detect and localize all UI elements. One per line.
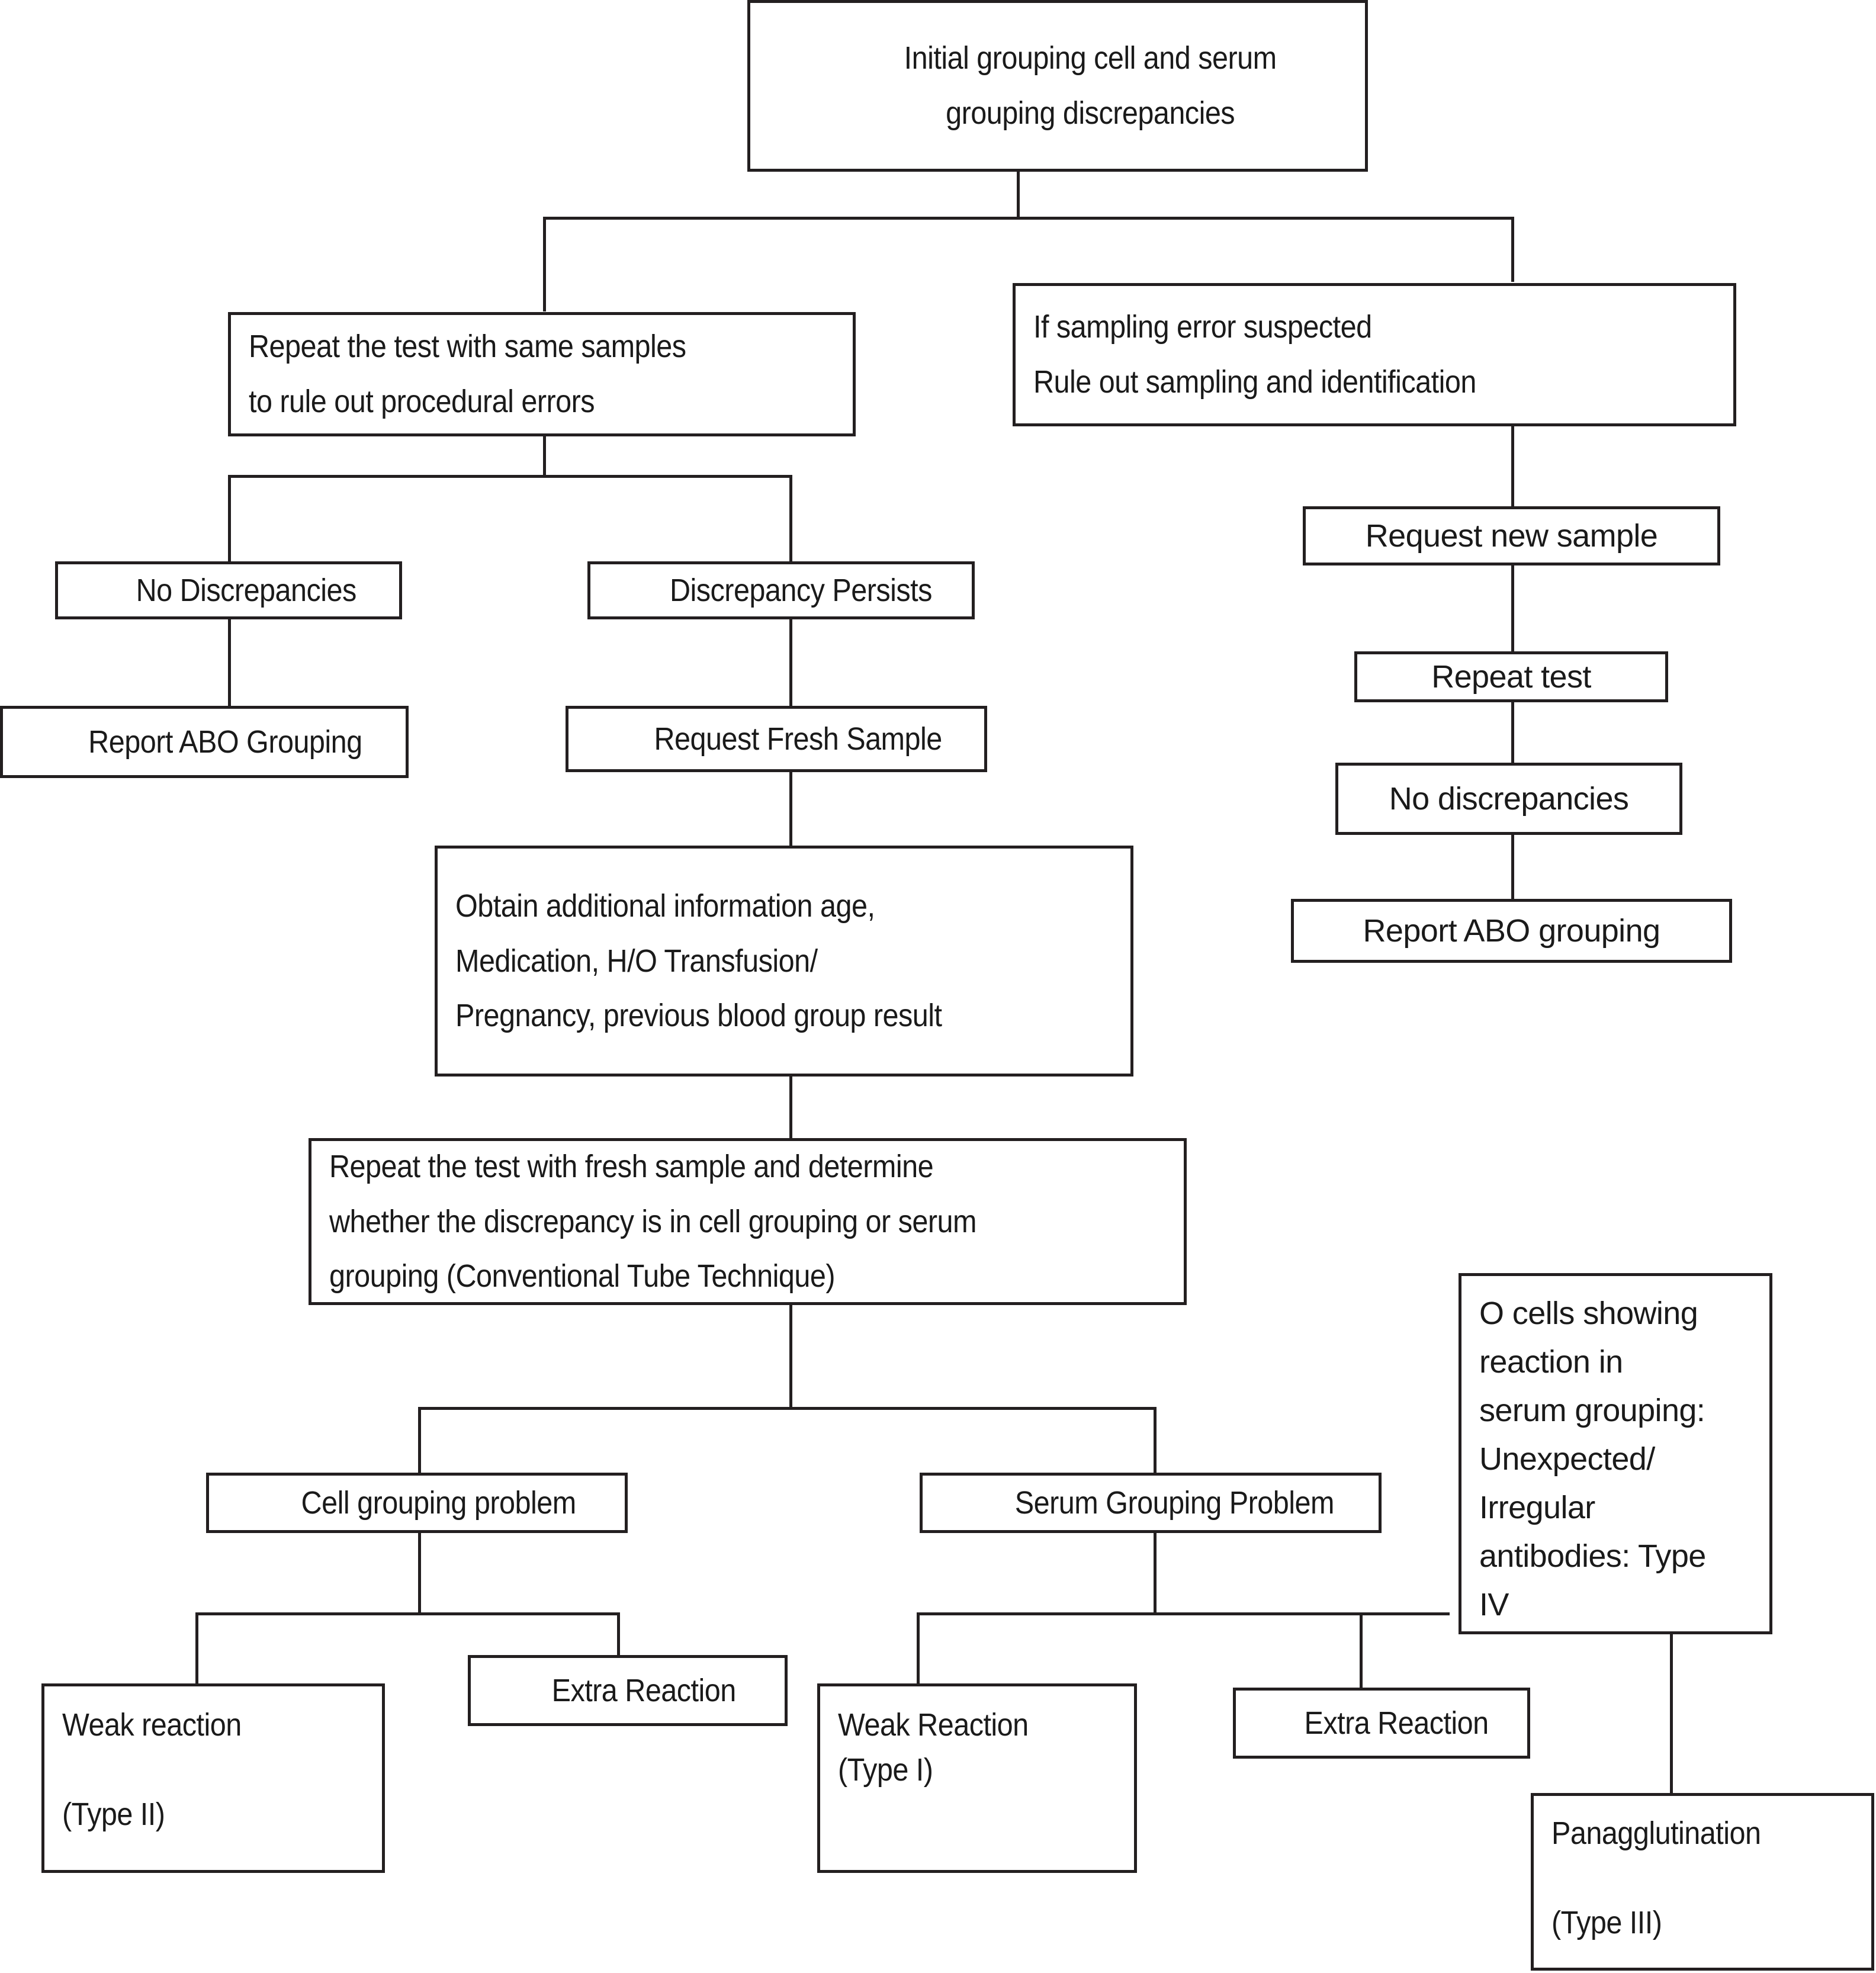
node-discrepancy-persists[interactable]: Discrepancy Persists [587, 561, 975, 619]
connector-cell-stem [418, 1532, 421, 1615]
connector-cell-weak-drop [195, 1612, 198, 1685]
node-report-abo-grouping-right-label: Report ABO grouping [1363, 912, 1661, 949]
connector-sampling-to-newsample [1511, 426, 1514, 509]
connector-root-right-drop [1511, 217, 1514, 282]
node-no-discrepancies-right[interactable]: No discrepancies [1335, 763, 1682, 835]
node-obtain-additional-info-label: Obtain additional information age, Medic… [455, 888, 942, 1034]
node-serum-grouping-problem[interactable]: Serum Grouping Problem [920, 1473, 1382, 1533]
node-request-fresh-sample-label: Request Fresh Sample [654, 721, 942, 757]
connector-left-fork [228, 475, 792, 478]
node-extra-reaction-cell-label: Extra Reaction [551, 1672, 737, 1708]
node-repeat-test-label: Repeat test [1431, 658, 1591, 695]
connector-serum-weak-drop [917, 1612, 920, 1685]
node-no-discrepancies-left[interactable]: No Discrepancies [55, 561, 402, 619]
node-request-new-sample-label: Request new sample [1365, 518, 1658, 554]
node-extra-reaction-serum[interactable]: Extra Reaction [1233, 1688, 1530, 1759]
connector-root-left-drop [543, 217, 546, 311]
connector-persists-to-fresh [789, 619, 792, 711]
node-sampling-error-label: If sampling error suspected Rule out sam… [1033, 309, 1476, 400]
node-extra-reaction-serum-label: Extra Reaction [1304, 1705, 1489, 1741]
connector-nodiscrep-to-report [1511, 835, 1514, 900]
node-no-discrepancies-right-label: No discrepancies [1389, 780, 1629, 817]
connector-left-fork-right-drop [789, 475, 792, 563]
node-report-abo-grouping-right[interactable]: Report ABO grouping [1291, 899, 1732, 963]
node-repeat-with-fresh-sample-label: Repeat the test with fresh sample and de… [329, 1148, 977, 1294]
connector-repeattest-to-nodiscrep [1511, 702, 1514, 764]
node-repeat-with-fresh-sample[interactable]: Repeat the test with fresh sample and de… [309, 1138, 1187, 1305]
connector-serum-stem [1154, 1532, 1157, 1615]
node-sampling-error[interactable]: If sampling error suspected Rule out sam… [1013, 283, 1736, 426]
node-weak-reaction-type-ii-label: Weak reaction (Type II) [62, 1707, 242, 1833]
node-root-label: Initial grouping cell and serum grouping… [904, 40, 1277, 131]
node-cell-grouping-problem[interactable]: Cell grouping problem [206, 1473, 628, 1533]
node-o-cells-type-iv[interactable]: O cells showing reaction in serum groupi… [1459, 1273, 1772, 1634]
connector-nodiscrepancy-to-report [228, 619, 231, 711]
node-report-abo-grouping-left[interactable]: Report ABO Grouping [0, 706, 409, 778]
node-root[interactable]: Initial grouping cell and serum grouping… [747, 0, 1368, 172]
connector-root-split [543, 217, 1514, 220]
connector-cell-extra-drop [617, 1612, 620, 1657]
connector-repeatfresh-stem [789, 1303, 792, 1409]
connector-ocells-to-panagglutination [1670, 1634, 1673, 1794]
connector-obtain-to-repeatfresh [789, 1073, 792, 1138]
connector-newsample-to-repeattest [1511, 565, 1514, 651]
node-extra-reaction-cell[interactable]: Extra Reaction [468, 1655, 788, 1726]
node-repeat-test[interactable]: Repeat test [1354, 651, 1668, 702]
node-discrepancy-persists-label: Discrepancy Persists [669, 572, 932, 608]
node-weak-reaction-type-i[interactable]: Weak Reaction (Type I) [817, 1683, 1137, 1873]
node-request-fresh-sample[interactable]: Request Fresh Sample [566, 706, 987, 772]
node-panagglutination-type-iii-label: Panagglutination (Type III) [1551, 1815, 1761, 1941]
node-request-new-sample[interactable]: Request new sample [1303, 506, 1720, 565]
node-panagglutination-type-iii[interactable]: Panagglutination (Type III) [1531, 1793, 1874, 1971]
connector-fork-serum-drop [1154, 1407, 1157, 1474]
connector-left-fork-left-drop [228, 475, 231, 563]
node-cell-grouping-problem-label: Cell grouping problem [301, 1484, 577, 1521]
node-repeat-same-samples[interactable]: Repeat the test with same samples to rul… [228, 312, 856, 436]
connector-repeat-stem [543, 435, 546, 477]
node-weak-reaction-type-i-label: Weak Reaction (Type I) [838, 1707, 1029, 1788]
connector-serum-fork [917, 1612, 1450, 1615]
connector-cell-fork [195, 1612, 620, 1615]
node-weak-reaction-type-ii[interactable]: Weak reaction (Type II) [41, 1683, 385, 1873]
connector-serum-extra-drop [1360, 1612, 1363, 1689]
node-report-abo-grouping-left-label: Report ABO Grouping [88, 724, 362, 760]
node-repeat-same-samples-label: Repeat the test with same samples to rul… [249, 329, 686, 419]
connector-fork-cell-drop [418, 1407, 421, 1474]
node-serum-grouping-problem-label: Serum Grouping Problem [1014, 1484, 1335, 1521]
connector-fresh-to-obtain [789, 770, 792, 847]
node-o-cells-type-iv-label: O cells showing reaction in serum groupi… [1479, 1296, 1706, 1623]
node-no-discrepancies-left-label: No Discrepancies [136, 572, 357, 608]
connector-cellserum-fork [418, 1407, 1157, 1410]
node-obtain-additional-info[interactable]: Obtain additional information age, Medic… [435, 846, 1133, 1077]
